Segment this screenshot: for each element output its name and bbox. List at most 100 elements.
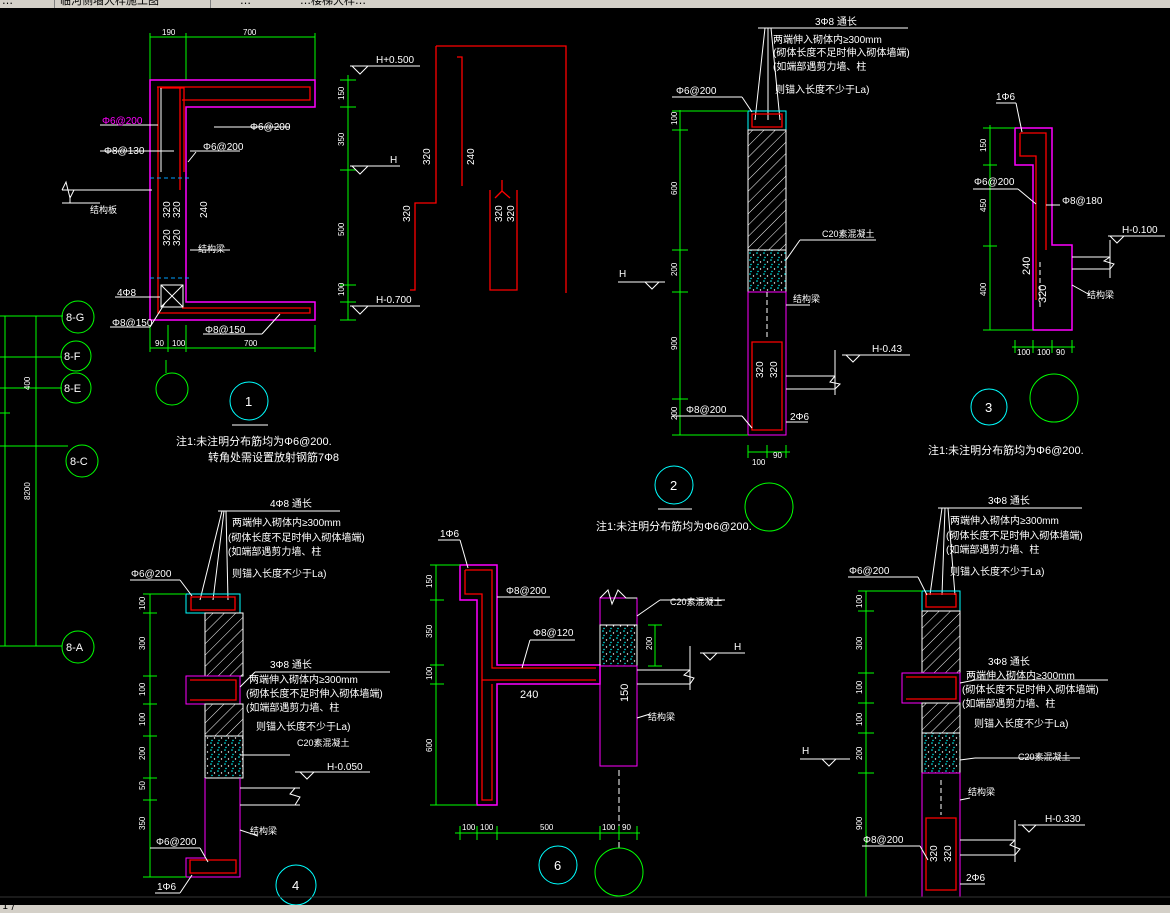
d2-head-leaders bbox=[754, 27, 908, 121]
detail-6: 150 350 100 600 200 100 100 500 100 90 2… bbox=[425, 529, 745, 897]
dim-text: 240 bbox=[466, 148, 477, 165]
dim-text: 350 bbox=[337, 132, 346, 146]
part-label: 结构梁 bbox=[648, 711, 675, 722]
d1-leaders bbox=[61, 124, 290, 335]
elevation-label: H bbox=[619, 269, 626, 280]
rebar-label: 1Φ6 bbox=[157, 882, 177, 893]
elevation-label: H-0.43 bbox=[872, 344, 902, 355]
tab-drawing-1[interactable]: … bbox=[2, 0, 13, 7]
note-line: (砌体长度不足时伸入砌体墙端) bbox=[246, 687, 383, 700]
dim-text: 200 bbox=[645, 636, 654, 650]
part-label: 结构梁 bbox=[968, 786, 995, 797]
dim-text: 200 bbox=[855, 746, 864, 760]
d5-head-leaders bbox=[929, 507, 1082, 596]
dim-text: 900 bbox=[670, 336, 679, 350]
tab-drawing-3[interactable]: … bbox=[240, 0, 251, 7]
d4-part-labels: C20素混凝土 结构梁 bbox=[250, 737, 350, 836]
dim-text: 450 bbox=[979, 198, 988, 212]
rebar-label: Φ6@200 bbox=[849, 566, 890, 577]
elevation-label: H-0.700 bbox=[376, 295, 412, 306]
d2-rebar-labels: Φ6@200 Φ8@200 2Φ6 bbox=[676, 86, 810, 423]
detail-4: 4Φ8 通长 两端伸入砌体内≥300mm (砌体长度不足时伸入砌体墙端) (如端… bbox=[130, 498, 390, 906]
elevation-label: H bbox=[390, 155, 397, 166]
tab-separator bbox=[210, 0, 211, 8]
note-line: 则锚入长度不少于La) bbox=[775, 83, 869, 96]
document-tab-bar: … 临河侧墙大样施工图 … …楼梯大样… bbox=[0, 0, 1170, 8]
dim-text: 90 bbox=[622, 823, 631, 832]
d6-elevation-label: H bbox=[734, 642, 741, 653]
rebar-label: Φ8@200 bbox=[506, 586, 547, 597]
rebar-label: Φ8@180 bbox=[1062, 196, 1103, 207]
d4-mid-text: 3Φ8 通长 两端伸入砌体内≥300mm (砌体长度不足时伸入砌体墙端) (如端… bbox=[246, 659, 383, 733]
dim-text: 320 bbox=[172, 229, 183, 246]
part-label: C20素混凝土 bbox=[1018, 751, 1071, 762]
part-label: 结构梁 bbox=[198, 243, 225, 254]
dim-text: 100 bbox=[462, 823, 476, 832]
dim-text: 700 bbox=[243, 28, 257, 37]
d5-bottom-rebar bbox=[925, 817, 957, 891]
d2-axis-bubble bbox=[744, 482, 794, 532]
axis-grid: 8-G 8-F 8-E 8-C 8-A 400 8200 bbox=[0, 300, 99, 664]
rebar-label: Φ6@200 bbox=[676, 86, 717, 97]
note-line: 3Φ8 通长 bbox=[815, 16, 857, 28]
d4-concrete-fill bbox=[204, 735, 244, 779]
d2-part-labels: C20素混凝土 结构梁 bbox=[793, 228, 875, 304]
d6-part-labels: C20素混凝土 结构梁 bbox=[648, 596, 723, 722]
d2-rebars bbox=[751, 113, 783, 431]
sketch-lines bbox=[410, 45, 567, 293]
rebar-label: 2Φ6 bbox=[790, 412, 810, 423]
d6-axis-bubble bbox=[594, 847, 644, 897]
d5-elevation-text: H H-0.330 bbox=[802, 746, 1081, 825]
dim-text: 400 bbox=[23, 376, 32, 390]
d4-masonry-hatch bbox=[204, 612, 244, 677]
d5-mid-text: 3Φ8 通长 两端伸入砌体内≥300mm (砌体长度不足时伸入砌体墙端) (如端… bbox=[962, 656, 1099, 730]
d4-head-text: 4Φ8 通长 两端伸入砌体内≥300mm (砌体长度不足时伸入砌体墙端) (如端… bbox=[228, 498, 365, 580]
rebar-label: Φ6@200 bbox=[102, 116, 143, 127]
d5-head-text: 3Φ8 通长 两端伸入砌体内≥300mm (砌体长度不足时伸入砌体墙端) (如端… bbox=[946, 495, 1083, 578]
elevation-label: H-0.330 bbox=[1045, 814, 1081, 825]
rebar-label: Φ8@120 bbox=[533, 628, 574, 639]
cad-drawing-canvas[interactable]: 190 700 90 100 700 150 350 500 100 bbox=[0, 8, 1170, 906]
d3-detail-number: 3 bbox=[985, 400, 992, 415]
dim-text: 100 bbox=[752, 458, 766, 467]
note-line: (如端部遇剪力墙、柱 bbox=[228, 545, 321, 558]
note-line: (砌体长度不足时伸入砌体墙端) bbox=[773, 46, 910, 59]
d2-elevation-marks bbox=[618, 281, 910, 363]
dim-text: 100 bbox=[855, 594, 864, 608]
dim-text: 350 bbox=[138, 816, 147, 830]
d3-elevation-mark bbox=[1108, 235, 1165, 244]
dim-text: 320 bbox=[172, 201, 183, 218]
part-label: 结构梁 bbox=[250, 825, 277, 836]
detail-2: 3Φ8 通长 两端伸入砌体内≥300mm (砌体长度不足时伸入砌体墙端) (如端… bbox=[596, 16, 910, 533]
d2-dim-text: 100 600 200 900 200 100 90 bbox=[670, 111, 782, 467]
d4-beam-outline bbox=[185, 778, 241, 878]
rebar-label: 1Φ6 bbox=[996, 92, 1016, 103]
rebar-label: Φ8@150 bbox=[205, 325, 246, 336]
tab-drawing-2[interactable]: 临河侧墙大样施工图 bbox=[60, 0, 159, 7]
note-line: (砌体长度不足时伸入砌体墙端) bbox=[962, 683, 1099, 696]
axis-label: 8-E bbox=[64, 383, 81, 395]
d5-leaders bbox=[848, 576, 1108, 885]
dim-text: 320 bbox=[402, 205, 413, 222]
detail-1: 190 700 90 100 700 150 350 500 100 bbox=[61, 28, 420, 464]
d1-section-outline bbox=[149, 79, 316, 321]
note-line: 两端伸入砌体内≥300mm bbox=[773, 33, 882, 46]
elevation-label: H+0.500 bbox=[376, 55, 415, 66]
rebar-label: Φ8@200 bbox=[863, 835, 904, 846]
part-label: 结构板 bbox=[90, 204, 117, 215]
d1-detail-number-circle bbox=[229, 381, 269, 421]
tab-drawing-4[interactable]: …楼梯大样… bbox=[300, 0, 366, 7]
part-label: 结构梁 bbox=[793, 293, 820, 304]
dim-text: 150 bbox=[619, 684, 631, 702]
note-line: 3Φ8 通长 bbox=[988, 495, 1030, 507]
d3-dimension-lines bbox=[983, 125, 1075, 353]
d4-masonry-hatch-2 bbox=[204, 703, 244, 737]
note-line: (如端部遇剪力墙、柱 bbox=[773, 60, 866, 73]
dim-text: 200 bbox=[670, 262, 679, 276]
detail-5: 3Φ8 通长 两端伸入砌体内≥300mm (砌体长度不足时伸入砌体墙端) (如端… bbox=[800, 495, 1108, 898]
d1-detail-number: 1 bbox=[245, 394, 252, 409]
dim-text: 240 bbox=[1021, 257, 1033, 275]
d3-inner: 240 320 bbox=[1021, 257, 1049, 303]
d5-masonry-hatch-2 bbox=[921, 702, 961, 734]
d2-detail-number-circle bbox=[654, 465, 694, 505]
